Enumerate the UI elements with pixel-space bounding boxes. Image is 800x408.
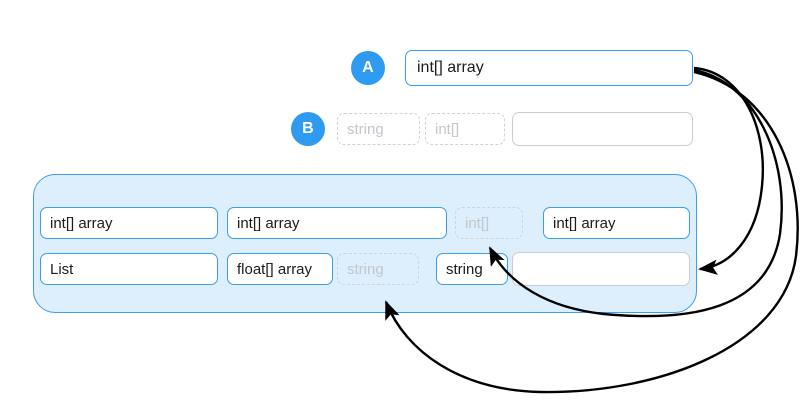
answer-input-a[interactable]: int[] array <box>405 50 693 86</box>
ghost-token-string-b[interactable]: string <box>337 113 420 145</box>
step-badge-b: B <box>291 112 325 146</box>
token-string-r2c4[interactable]: string <box>436 253 508 285</box>
token-int-array-r1c2[interactable]: int[] array <box>227 207 447 239</box>
ghost-token-int-array-r1c3[interactable]: int[] <box>455 207 523 239</box>
token-panel <box>33 174 697 313</box>
empty-slot-b[interactable] <box>512 112 693 146</box>
token-int-array-r1c1[interactable]: int[] array <box>40 207 218 239</box>
empty-slot-r2c5[interactable] <box>512 252 690 286</box>
token-int-array-r1c4[interactable]: int[] array <box>543 207 690 239</box>
arrow-to-empty-slot <box>693 66 765 275</box>
token-float-array-r2c2[interactable]: float[] array <box>227 253 333 285</box>
ghost-token-string-r2c3[interactable]: string <box>337 253 419 285</box>
ghost-token-int-array-b[interactable]: int[] <box>425 113 505 145</box>
token-list-r2c1[interactable]: List <box>40 253 218 285</box>
step-badge-a: A <box>351 51 385 85</box>
